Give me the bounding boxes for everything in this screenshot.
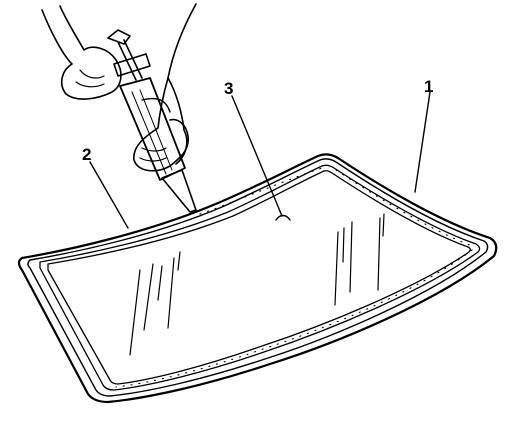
leader-line-2	[89, 161, 129, 229]
leader-line-1	[414, 91, 431, 193]
leader-lines	[89, 91, 431, 229]
glass-reflection-lines	[129, 213, 385, 356]
windshield-glass	[17, 153, 498, 404]
callout-1: 1	[424, 77, 433, 96]
leader-line-3	[231, 95, 283, 217]
urethane-bead	[39, 164, 481, 391]
gloved-hands	[41, 3, 197, 172]
callout-labels: 1 2 3	[82, 77, 433, 164]
callout-3: 3	[224, 79, 233, 98]
callout-2: 2	[82, 145, 91, 164]
